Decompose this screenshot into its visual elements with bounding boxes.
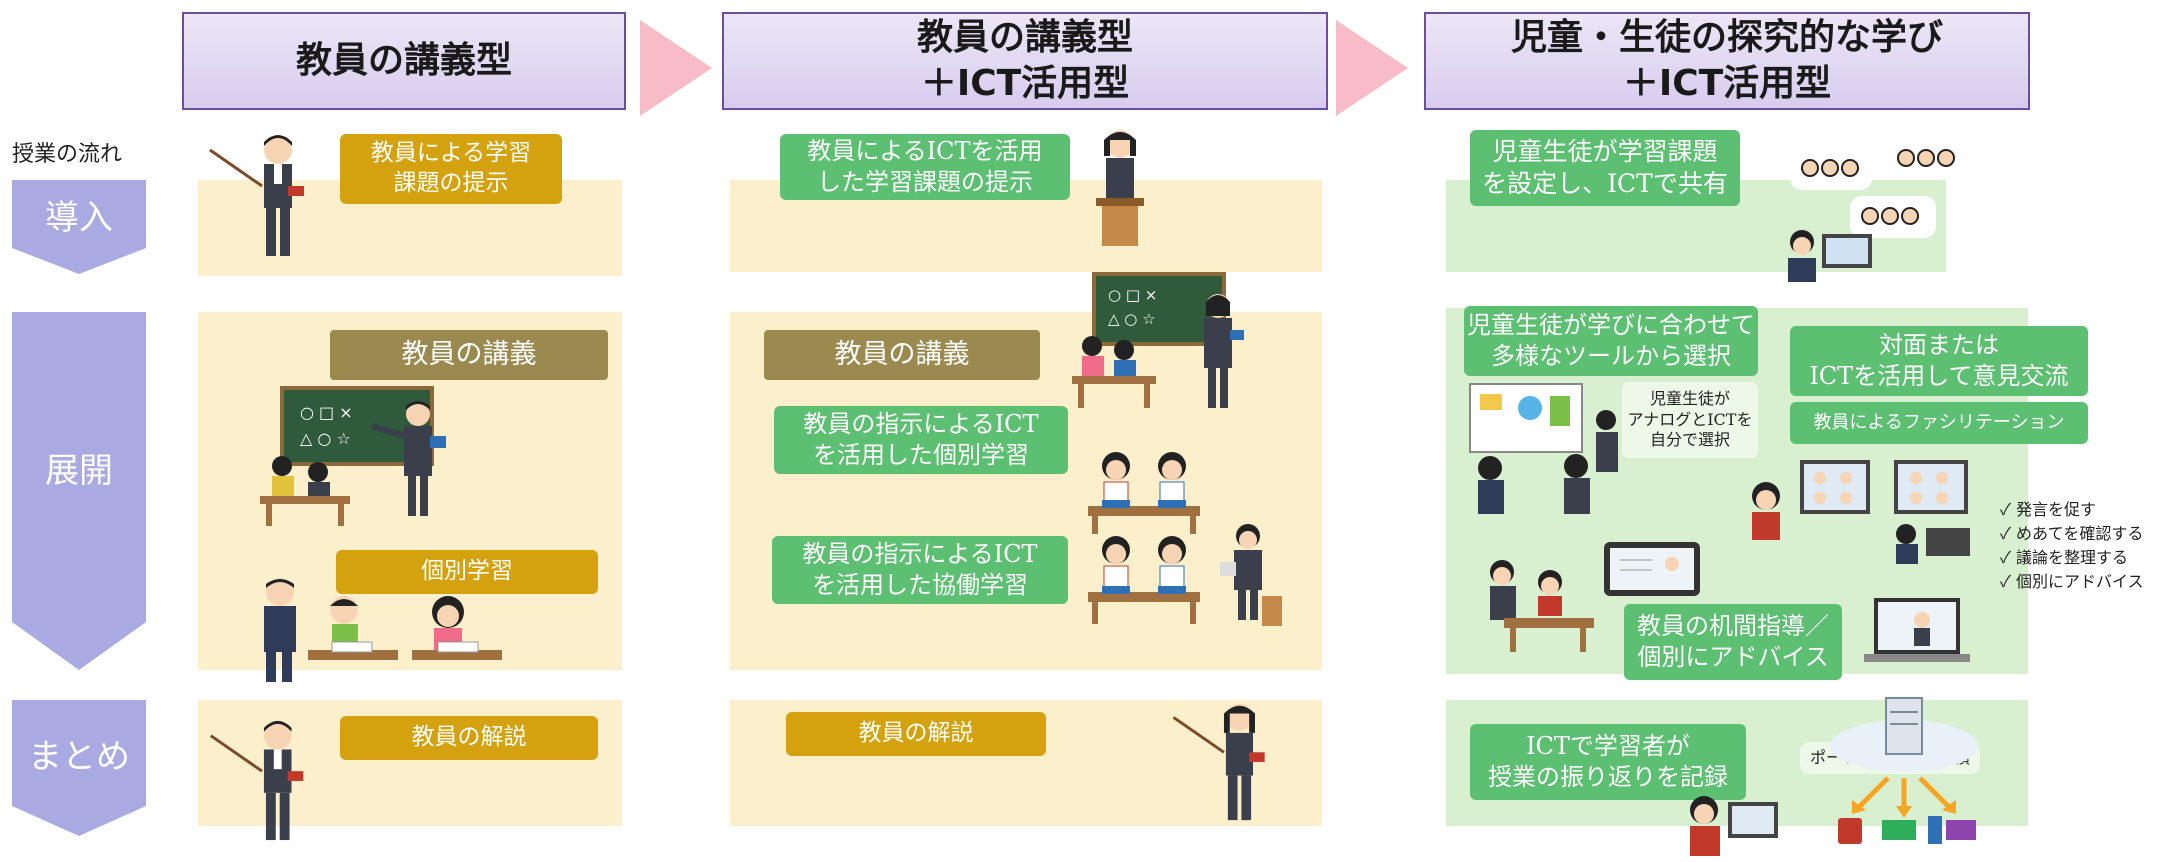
label-line: ICTで学習者が: [1526, 731, 1690, 760]
teacher-pointer-illustration: [209, 135, 304, 256]
svg-text:△ ○ ☆: △ ○ ☆: [1108, 310, 1156, 328]
desk-guidance-illustration: [1490, 542, 1700, 652]
student-groups-illustration: [1788, 138, 1970, 282]
col3-record-label: ICTで学習者が 授業の振り返りを記録: [1470, 724, 1746, 800]
column-title-line: 教員の講義型: [916, 17, 1133, 58]
label-line: アナログとICTを: [1627, 409, 1753, 429]
server-cloud-illustration: [1830, 697, 1978, 844]
label-line: 自分で選択: [1649, 430, 1730, 450]
column-title-line: ＋ICT活用型: [920, 63, 1130, 104]
col1-individual-label: 個別学習: [336, 550, 598, 594]
label-line: 授業の振り返りを記録: [1488, 763, 1728, 791]
video-conference-illustration: [1752, 460, 1970, 564]
students-tablet-illustration: [1088, 452, 1200, 534]
lecture-chalkboard-illustration: ○ □ × △ ○ ☆: [1072, 272, 1244, 408]
label-line: した学習課題の提示: [817, 168, 1033, 196]
col3-exchange-label: 対面または ICTを活用して意見交流: [1790, 326, 2088, 396]
label-line: 教員によるファシリテーション: [1813, 412, 2065, 434]
svg-text:○ □ ×: ○ □ ×: [300, 403, 353, 422]
column-header-lecture-ict: 教員の講義型 ＋ICT活用型: [722, 12, 1328, 110]
laptop-icon: [1864, 598, 1970, 662]
col2-summary-label: 教員の解説: [786, 712, 1046, 756]
label-line: を活用した個別学習: [813, 441, 1029, 469]
label-line: を活用した協働学習: [812, 571, 1028, 599]
label-line: 個別学習: [421, 558, 513, 585]
label-line: 教員によるICTを活用: [807, 136, 1043, 165]
col2-collab-label: 教員の指示によるICT を活用した協働学習: [772, 536, 1068, 604]
phase-arrow-tip: [12, 806, 146, 836]
point-line: ✓ 議論を整理する: [2000, 548, 2129, 567]
col2-lecture-label: 教員の講義: [764, 330, 1040, 380]
label-line: 教員の指示によるICT: [803, 409, 1039, 438]
col3-facilitation-points: ✓ 発言を促す ✓ めあてを確認する ✓ 議論を整理する ✓ 個別にアドバイス: [2000, 498, 2144, 594]
col3-analog-ict-note: 児童生徒が アナログとICTを 自分で選択: [1622, 382, 1758, 458]
teacher-pointer-illustration: [209, 720, 304, 841]
phase-arrow-tip: [12, 248, 146, 274]
individual-study-illustration: [264, 578, 502, 682]
student-record-illustration: [1690, 796, 1778, 856]
label-line: 教員の講義: [834, 339, 970, 371]
label-line: 教員の解説: [858, 720, 974, 747]
column-header-lecture: 教員の講義型: [182, 12, 626, 110]
phase-arrow-tip: [12, 622, 146, 670]
label-line: ICTを活用して意見交流: [1809, 362, 2069, 390]
phase-summary: まとめ: [12, 700, 146, 806]
svg-text:△ ○ ☆: △ ○ ☆: [300, 429, 351, 448]
teacher-pointer-illustration: [1172, 703, 1265, 821]
tool-selection-illustration: [1469, 383, 1618, 514]
col1-lecture-label: 教員の講義: [330, 330, 608, 380]
label-line: 教員による学習: [370, 140, 532, 167]
column-header-inquiry-ict: 児童・生徒の探究的な学び ＋ICT活用型: [1424, 12, 2030, 110]
phase-label: 導入: [45, 197, 113, 238]
point-line: ✓ めあてを確認する: [2000, 524, 2144, 543]
flow-arrow-right: [1336, 20, 1408, 116]
label-line: を設定し、ICTで共有: [1482, 169, 1728, 198]
col1-summary-label: 教員の解説: [340, 716, 598, 760]
teacher-podium-illustration: [1096, 130, 1144, 246]
col3-intro-label: 児童生徒が学習課題 を設定し、ICTで共有: [1470, 130, 1740, 206]
col1-intro-label: 教員による学習 課題の提示: [340, 134, 562, 204]
label-line: 児童生徒が: [1649, 388, 1730, 408]
col2-intro-label: 教員によるICTを活用 した学習課題の提示: [780, 134, 1070, 200]
phase-intro: 導入: [12, 180, 146, 248]
col3-desk-guidance-label: 教員の机間指導／ 個別にアドバイス: [1624, 604, 1842, 680]
flow-arrow-right: [640, 20, 712, 116]
label-line: 児童生徒が学習課題: [1492, 136, 1718, 166]
label-line: 児童生徒が学びに合わせて: [1467, 310, 1755, 339]
label-line: 教員の講義: [401, 339, 537, 371]
flow-label: 授業の流れ: [12, 142, 123, 167]
svg-text:○ □ ×: ○ □ ×: [1108, 286, 1157, 304]
point-line: ✓ 発言を促す: [2000, 500, 2097, 519]
phase-label: 展開: [45, 450, 113, 491]
label-line: 教員の机間指導／: [1637, 611, 1829, 640]
col2-individual-label: 教員の指示によるICT を活用した個別学習: [774, 406, 1068, 474]
label-line: 多様なツールから選択: [1491, 342, 1731, 370]
students-collab-illustration: [1088, 524, 1282, 626]
label-line: 教員の解説: [411, 724, 527, 751]
label-line: 個別にアドバイス: [1637, 643, 1829, 671]
label-line: 課題の提示: [393, 170, 509, 196]
column-title-line: 教員の講義型: [295, 40, 512, 81]
column-title-line: 児童・生徒の探究的な学び: [1510, 17, 1943, 58]
phase-label: まとめ: [28, 736, 130, 777]
col3-facilitation-label: 教員によるファシリテーション: [1790, 402, 2088, 444]
phase-development: 展開: [12, 312, 146, 622]
label-line: 対面または: [1879, 330, 1999, 359]
lecture-chalkboard-illustration: ○ □ × △ ○ ☆: [260, 386, 446, 526]
col3-select-tools-label: 児童生徒が学びに合わせて 多様なツールから選択: [1464, 306, 1758, 376]
label-line: 教員の指示によるICT: [802, 539, 1038, 568]
column-title-line: ＋ICT活用型: [1622, 63, 1832, 104]
point-line: ✓ 個別にアドバイス: [2000, 572, 2144, 591]
